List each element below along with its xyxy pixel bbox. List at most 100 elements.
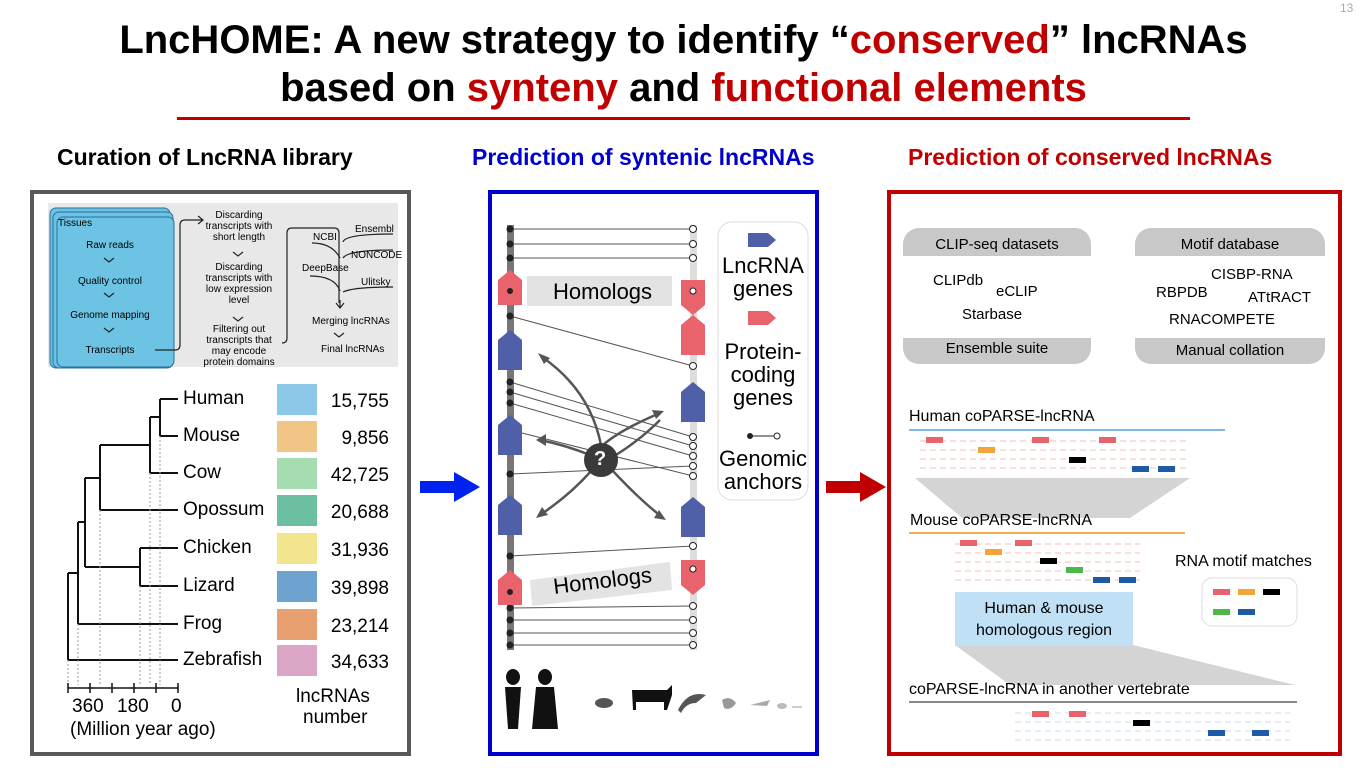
tissue-cards <box>49 207 175 369</box>
species-name: Lizard <box>183 575 235 596</box>
lncrna-count: 34,633 <box>330 652 389 673</box>
title-text: ” lncRNAs <box>1049 18 1248 62</box>
clip-item: CLIPdb <box>933 272 984 289</box>
filter-step: Discarding transcripts with short length <box>205 210 273 243</box>
tree-guides <box>67 436 161 685</box>
db-label: Ulitsky <box>361 277 391 288</box>
human-dashed <box>920 440 1190 469</box>
panel-synteny <box>488 190 819 756</box>
zebrafish-icon <box>277 645 317 676</box>
legend-anchor-icon <box>747 432 781 440</box>
lncrna-count: 39,898 <box>330 578 389 599</box>
motif-item: CISBP-RNA <box>1211 266 1293 283</box>
lncrna-gene-icons <box>498 330 705 537</box>
slide-title-line1: LncHOME: A new strategy to identify “con… <box>0 17 1367 63</box>
title-highlight: conserved <box>849 18 1050 62</box>
legend-text: Genomic <box>718 446 808 471</box>
legend-protein-icon <box>748 311 776 325</box>
filter-step: Discarding transcripts with low expressi… <box>205 262 273 306</box>
panel-curation <box>30 190 411 756</box>
lncrna-count: 42,725 <box>330 465 389 486</box>
axis-tick: 0 <box>171 696 182 717</box>
species-name: Chicken <box>183 537 252 558</box>
cow-icon <box>277 458 317 489</box>
count-label: lncRNAs <box>296 686 370 707</box>
db-label: Ensembl <box>355 224 394 235</box>
flow-step: Raw reads <box>86 240 134 251</box>
legend-text: anchors <box>723 469 803 494</box>
axis-label: (Million year ago) <box>70 719 216 740</box>
motif-item: ATtRACT <box>1248 289 1312 306</box>
lncrna-count: 31,936 <box>330 540 389 561</box>
left-anchors <box>506 225 514 649</box>
legend-text: Protein- <box>724 339 802 364</box>
title-text: and <box>617 66 712 110</box>
legend-text: coding <box>730 362 796 387</box>
motif-footer: Manual collation <box>1175 342 1285 359</box>
panel-conserved <box>887 190 1342 756</box>
species-name: Human <box>183 388 245 409</box>
homologs-band-top <box>527 276 672 306</box>
panel1-heading: Curation of LncRNA library <box>57 144 353 170</box>
motif-marks <box>926 437 1269 736</box>
axis-tick: 360 <box>72 696 104 717</box>
species-name: Opossum <box>183 499 265 520</box>
panel3-heading: Prediction of conserved lncRNAs <box>908 144 1273 170</box>
right-anchors <box>689 225 697 649</box>
mouse-icon <box>277 421 317 452</box>
homologous-region-box <box>955 592 1133 646</box>
title-text: LncHOME: A new strategy to identify “ <box>119 18 850 62</box>
protein-gene-icons <box>498 270 705 605</box>
alignment-funnel-top <box>915 478 1190 518</box>
red-arrow-icon <box>826 472 886 502</box>
title-underline <box>177 117 1190 120</box>
homologous-text: homologous region <box>975 622 1113 639</box>
merge-label: Merging lncRNAs <box>312 316 390 327</box>
flow-lines <box>103 215 394 351</box>
time-axis <box>67 683 179 693</box>
legend-text: genes <box>733 276 793 301</box>
species-silhouettes <box>505 669 802 729</box>
homologous-region-label: Human & mouse homologous region <box>955 598 1133 642</box>
db-label: NCBI <box>313 232 337 243</box>
legend-text: LncRNA <box>722 253 804 278</box>
lncrna-count: 9,856 <box>341 428 389 449</box>
uncertain-arrows <box>539 355 663 518</box>
db-label: DeepBase <box>302 263 349 274</box>
lizard-icon <box>277 571 317 602</box>
tissues-label: Tissues <box>58 218 93 229</box>
title-text: based on <box>280 66 467 110</box>
title-highlight: functional elements <box>711 66 1087 110</box>
final-label: Final lncRNAs <box>321 344 385 355</box>
frog-icon <box>277 609 317 640</box>
homologous-text: Human & mouse <box>984 600 1104 617</box>
panel2-heading: Prediction of syntenic lncRNAs <box>472 144 815 170</box>
title-highlight: synteny <box>466 66 618 110</box>
mouse-track-label: Mouse coPARSE-lncRNA <box>910 512 1092 529</box>
blue-arrow-icon <box>420 472 480 502</box>
motif-box <box>1135 228 1325 364</box>
slide-title-line2: based on synteny and functional elements <box>0 65 1367 111</box>
homologs-label: Homologs <box>553 279 653 304</box>
lncrna-count: 20,688 <box>330 502 389 523</box>
clip-item: eCLIP <box>996 283 1038 300</box>
opossum-icon <box>277 495 317 526</box>
slide-number: 13 <box>1340 1 1354 15</box>
species-name: Cow <box>183 462 222 483</box>
lncrna-count: 15,755 <box>330 391 389 412</box>
human-icon <box>277 384 317 415</box>
clip-footer: Ensemble suite <box>945 340 1049 357</box>
clip-item: Starbase <box>962 306 1023 323</box>
motif-item: RNACOMPETE <box>1169 311 1275 328</box>
motif-legend-box <box>1201 577 1298 627</box>
clip-header: CLIP-seq datasets <box>935 236 1059 253</box>
question-mark: ? <box>594 448 607 470</box>
flow-step: Transcripts <box>85 345 135 356</box>
flow-step: Genome mapping <box>70 310 150 321</box>
flow-step: Quality control <box>78 276 142 287</box>
legend-box <box>717 221 809 501</box>
